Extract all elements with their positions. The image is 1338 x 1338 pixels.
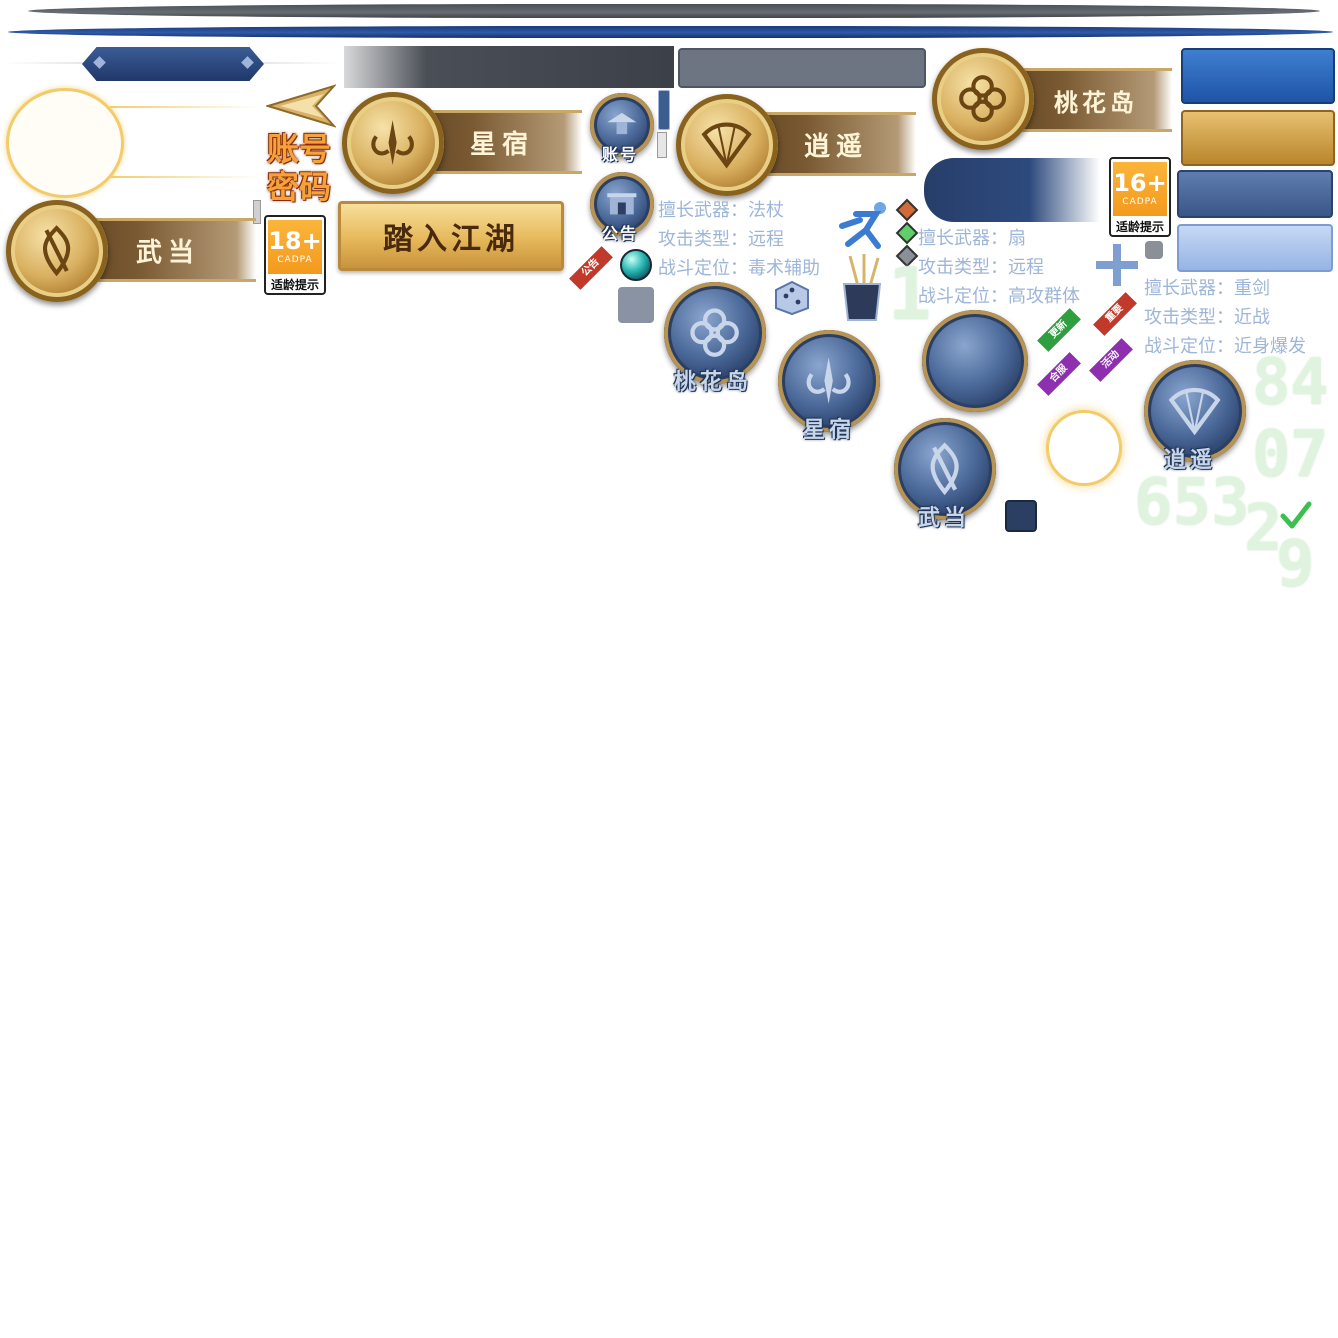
dice-icon — [774, 280, 810, 316]
digit-four: 4 — [1290, 346, 1329, 420]
glow-ring — [1046, 410, 1122, 486]
xingsu-blue-medal-label: 星宿 — [803, 417, 856, 443]
age-rating-18-value: 18+ — [268, 227, 322, 255]
notice-button-label: 公告 — [602, 224, 639, 243]
taohuadao-medal-icon — [932, 48, 1034, 150]
slider-knob-gray[interactable] — [657, 132, 667, 158]
taohuadao-blue-medal-label: 桃花岛 — [674, 369, 753, 395]
sect-banner-xingsu-label: 星宿 — [470, 129, 535, 160]
orb-icon — [620, 249, 652, 281]
ribbon-event-label: 活动 — [1089, 338, 1133, 382]
class-info-xingsu-attack: 攻击类型：远程 — [658, 229, 784, 250]
dark-gradient-bar — [344, 46, 674, 88]
gray-square-swatch — [618, 287, 654, 323]
age-rating-18-tip: 适龄提示 — [270, 278, 319, 292]
arrow-icon[interactable] — [264, 84, 338, 128]
digit-zero: 0 — [1252, 418, 1291, 492]
password-title-line: 密码 — [266, 168, 331, 206]
avatar-frame-line-top — [110, 106, 260, 108]
brush-cup-icon — [836, 252, 888, 324]
gold-button-panel[interactable] — [1181, 110, 1335, 166]
class-info-xingsu: 擅长武器：法杖 攻击类型：远程 战斗定位：毒术辅助 — [658, 196, 820, 283]
ribbon-server-merge: 合服 — [1034, 352, 1084, 396]
blue-button-panel[interactable] — [1181, 48, 1335, 104]
taohuadao-blue-medal[interactable] — [664, 282, 766, 384]
ribbon-event: 活动 — [1086, 338, 1136, 382]
gray-panel-bar — [678, 48, 926, 88]
ribbon-update: 更新 — [1034, 308, 1084, 352]
scrollbar-thumb[interactable] — [253, 200, 261, 224]
class-info-xiaoyao: 擅长武器：扇 攻击类型：远程 战斗定位：高攻群体 — [918, 224, 1080, 311]
diamond-gem-green — [895, 221, 919, 245]
xiaoyao-medal-icon — [676, 94, 778, 196]
trident-icon — [806, 357, 851, 405]
digit-eight: 8 — [1252, 346, 1291, 420]
class-info-xiaoyao-attack: 攻击类型：远程 — [918, 257, 1044, 278]
class-info-wudang-attack: 攻击类型：近战 — [1144, 307, 1270, 328]
sect-banner-xiaoyao-label: 逍遥 — [804, 131, 869, 162]
slider-knob-blue[interactable] — [658, 90, 670, 130]
fan-icon — [1169, 388, 1221, 436]
class-info-xiaoyao-role: 战斗定位：高攻群体 — [918, 286, 1080, 307]
top-brush-stroke-blue — [8, 26, 1333, 38]
class-info-xingsu-weapon: 擅长武器：法杖 — [658, 200, 784, 221]
small-gray-square — [1145, 241, 1163, 259]
notice-button[interactable] — [590, 172, 654, 236]
class-info-xingsu-role: 战斗定位：毒术辅助 — [658, 258, 820, 279]
ribbon-important: 重要 — [1090, 292, 1140, 336]
wudang-medal-icon — [6, 200, 108, 302]
ribbon-important-label: 重要 — [1093, 292, 1137, 336]
avatar-frame-line-bottom — [110, 176, 260, 178]
ribbon-update-label: 更新 — [1037, 308, 1081, 352]
plus-icon[interactable] — [1094, 242, 1140, 288]
wudang-blue-medal[interactable] — [894, 418, 996, 520]
gate-icon — [607, 193, 637, 215]
navy-square-swatch — [1005, 500, 1037, 532]
xingsu-medal-icon — [342, 92, 444, 194]
ribbon-server-merge-label: 合服 — [1037, 352, 1081, 396]
account-title-line: 账号 — [266, 130, 331, 168]
top-brush-stroke-gray — [28, 4, 1320, 18]
account-button[interactable] — [590, 93, 654, 157]
sect-banner-taohuadao-label: 桃花岛 — [1054, 87, 1138, 117]
age-rating-18-org: CADPA — [277, 255, 313, 265]
light-blue-button-panel[interactable] — [1177, 224, 1333, 272]
digit-seven: 7 — [1290, 418, 1329, 492]
ribbon-notice-label: 公告 — [569, 246, 613, 290]
age-rating-18: 18+ CADPA 适龄提示 — [264, 215, 326, 295]
slate-button-panel[interactable] — [1177, 170, 1333, 218]
account-password-title: 账号 密码 — [263, 130, 335, 206]
sword-icon — [931, 442, 959, 496]
digit-row-653: 653 — [1134, 466, 1250, 540]
class-info-wudang-weapon: 擅长武器：重剑 — [1144, 278, 1270, 299]
navy-tab-panel — [924, 158, 1100, 222]
digit-one: 1 — [888, 252, 932, 336]
digit-two: 2 — [1244, 492, 1283, 566]
diamond-gem-red — [895, 198, 919, 222]
wudang-blue-medal-label: 武当 — [918, 505, 971, 531]
hat-icon — [607, 113, 637, 135]
digit-nine: 9 — [1276, 528, 1315, 602]
xiaoyao-blue-medal[interactable] — [1144, 360, 1246, 462]
avatar-frame-glow — [6, 88, 124, 198]
account-button-label: 账号 — [602, 145, 639, 164]
class-info-wudang: 擅长武器：重剑 攻击类型：近战 战斗定位：近身爆发 — [1144, 274, 1306, 361]
enter-jianghu-button[interactable]: 踏入江湖 — [338, 201, 564, 271]
empty-blue-medal — [922, 310, 1028, 412]
flower-icon — [690, 308, 740, 358]
age-rating-16-value: 16+ — [1113, 169, 1167, 197]
check-icon — [1280, 500, 1312, 530]
sect-banner-wudang-label: 武当 — [136, 237, 201, 268]
enter-jianghu-label: 踏入江湖 — [383, 222, 519, 257]
age-rating-16-org: CADPA — [1122, 197, 1158, 207]
title-plaque — [82, 47, 264, 81]
age-rating-16-tip: 适龄提示 — [1115, 220, 1164, 234]
xiaoyao-blue-medal-label: 逍遥 — [1164, 447, 1217, 473]
xingsu-blue-medal[interactable] — [778, 330, 880, 432]
ribbon-notice: 公告 — [566, 246, 614, 290]
age-rating-16: 16+ CADPA 适龄提示 — [1109, 157, 1171, 237]
runner-icon — [836, 200, 892, 252]
class-info-wudang-role: 战斗定位：近身爆发 — [1144, 336, 1306, 357]
class-info-xiaoyao-weapon: 擅长武器：扇 — [918, 228, 1026, 249]
